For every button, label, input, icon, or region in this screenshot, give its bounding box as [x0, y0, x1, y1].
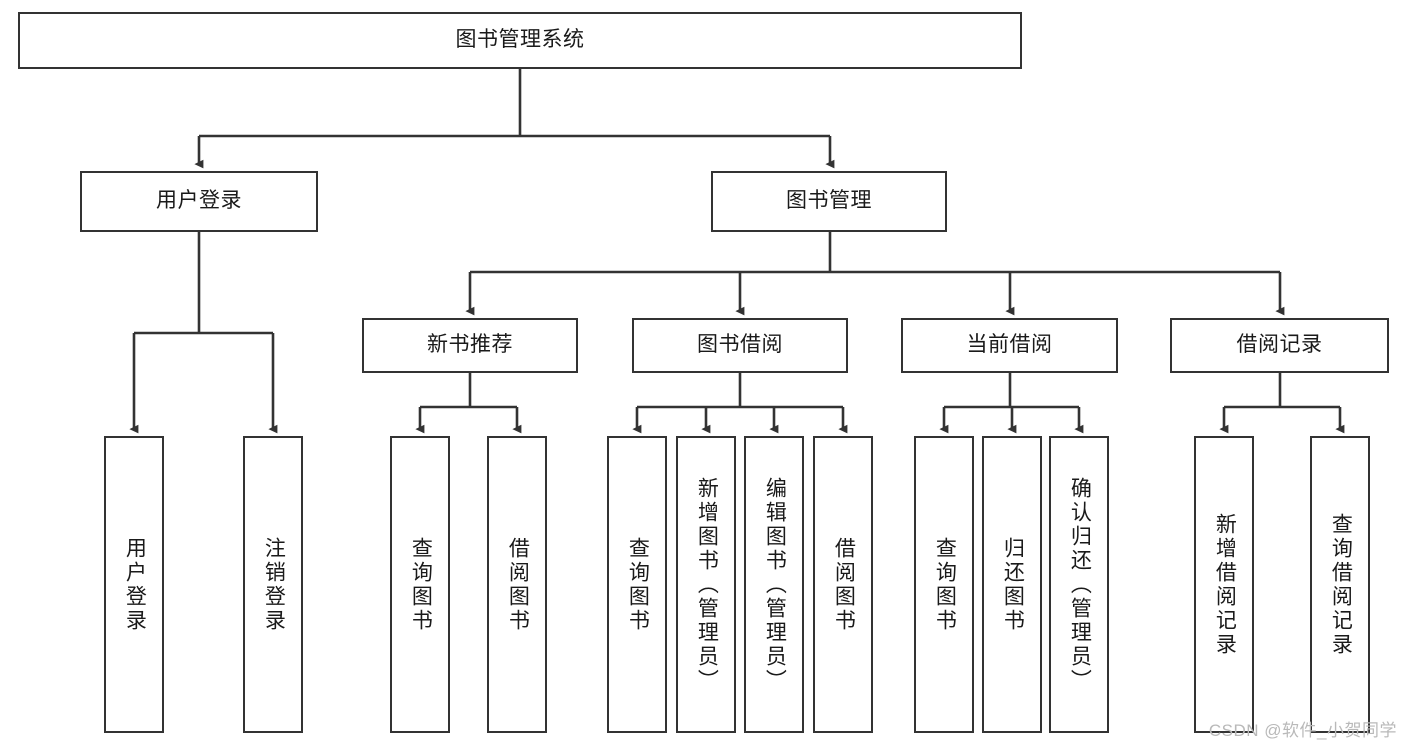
node-leaf-user-login-label: 用户登录 [123, 536, 147, 633]
node-borrow-record-label: 借阅记录 [1236, 333, 1323, 357]
node-leaf-query-book-cur[interactable]: 查询图书 [914, 436, 974, 733]
node-leaf-add-borrow-record-label: 新增借阅记录 [1213, 512, 1237, 657]
node-leaf-borrow-book-label: 借阅图书 [832, 536, 856, 633]
node-leaf-query-borrow-record-label: 查询借阅记录 [1329, 512, 1353, 657]
node-leaf-query-book-rec[interactable]: 查询图书 [390, 436, 450, 733]
node-root-label: 图书管理系统 [455, 28, 585, 52]
node-leaf-query-book-rec-label: 查询图书 [409, 536, 433, 633]
node-leaf-add-book-admin-label: 新增图书（管理员） [695, 476, 719, 693]
node-book-borrow-label: 图书借阅 [697, 333, 783, 357]
node-root[interactable]: 图书管理系统 [18, 12, 1022, 69]
node-leaf-logout[interactable]: 注销登录 [243, 436, 303, 733]
node-leaf-borrow-book-rec-label: 借阅图书 [506, 536, 530, 633]
node-borrow-record[interactable]: 借阅记录 [1170, 318, 1389, 373]
node-current-borrow-label: 当前借阅 [966, 333, 1053, 357]
node-leaf-user-login[interactable]: 用户登录 [104, 436, 164, 733]
node-leaf-query-book-borrow[interactable]: 查询图书 [607, 436, 667, 733]
node-book-manage[interactable]: 图书管理 [711, 171, 947, 232]
node-new-book-recommend-label: 新书推荐 [427, 333, 513, 357]
node-book-borrow[interactable]: 图书借阅 [632, 318, 848, 373]
node-leaf-query-borrow-record[interactable]: 查询借阅记录 [1310, 436, 1370, 733]
watermark-text: CSDN @软件_小贺同学 [1208, 721, 1397, 740]
node-current-borrow[interactable]: 当前借阅 [901, 318, 1118, 373]
node-leaf-add-borrow-record[interactable]: 新增借阅记录 [1194, 436, 1254, 733]
node-leaf-borrow-book-rec[interactable]: 借阅图书 [487, 436, 547, 733]
node-book-manage-label: 图书管理 [786, 189, 872, 213]
node-leaf-add-book-admin[interactable]: 新增图书（管理员） [676, 436, 736, 733]
node-leaf-logout-label: 注销登录 [262, 536, 286, 633]
node-user-login[interactable]: 用户登录 [80, 171, 318, 232]
node-user-login-label: 用户登录 [156, 189, 242, 213]
node-leaf-confirm-return-admin[interactable]: 确认归还（管理员） [1049, 436, 1109, 733]
node-leaf-confirm-return-admin-label: 确认归还（管理员） [1068, 476, 1092, 693]
node-leaf-borrow-book[interactable]: 借阅图书 [813, 436, 873, 733]
node-leaf-edit-book-admin[interactable]: 编辑图书（管理员） [744, 436, 804, 733]
node-leaf-edit-book-admin-label: 编辑图书（管理员） [763, 476, 787, 693]
node-leaf-return-book-label: 归还图书 [1001, 536, 1025, 633]
node-leaf-query-book-cur-label: 查询图书 [933, 536, 957, 633]
node-leaf-return-book[interactable]: 归还图书 [982, 436, 1042, 733]
node-leaf-query-book-borrow-label: 查询图书 [626, 536, 650, 633]
node-new-book-recommend[interactable]: 新书推荐 [362, 318, 578, 373]
